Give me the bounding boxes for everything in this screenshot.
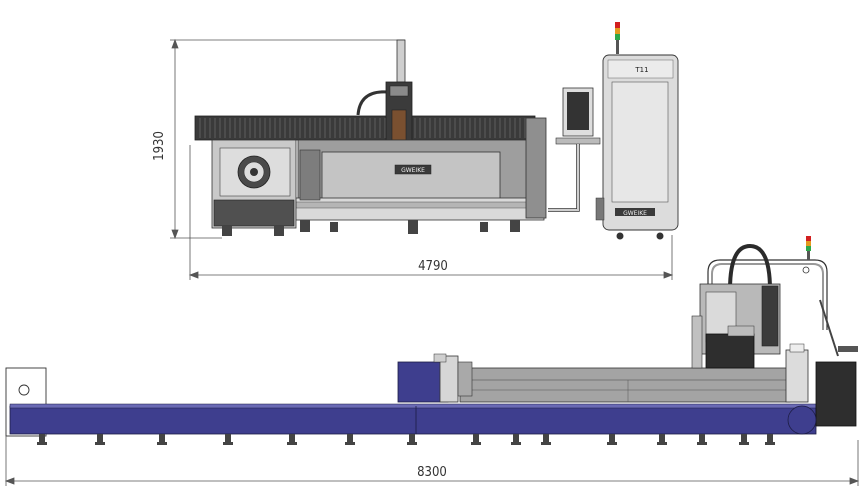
foot bbox=[39, 434, 45, 442]
front-chuck bbox=[785, 299, 858, 427]
tube-bed bbox=[459, 367, 791, 403]
front-view: 1930 4790 bbox=[152, 22, 679, 280]
foot-pad bbox=[697, 442, 707, 445]
foot bbox=[473, 434, 479, 442]
foot-pad bbox=[511, 442, 521, 445]
foot bbox=[659, 434, 665, 442]
foot bbox=[699, 434, 705, 442]
foot-pad bbox=[37, 442, 47, 445]
foot-pad bbox=[223, 442, 233, 445]
foot bbox=[347, 434, 353, 442]
monitor-arm bbox=[548, 87, 601, 212]
foot bbox=[159, 434, 165, 442]
tube-beacon-orange bbox=[806, 241, 811, 246]
foot-pad bbox=[95, 442, 105, 445]
foot-pad bbox=[471, 442, 481, 445]
gantry-bellows bbox=[194, 115, 536, 141]
machine-bed: GWEIKE bbox=[291, 117, 547, 234]
foot bbox=[513, 434, 519, 442]
tube-beacon-green bbox=[806, 246, 811, 251]
beacon-green bbox=[615, 34, 620, 40]
side-unit bbox=[211, 139, 297, 236]
height-dimension bbox=[170, 38, 405, 240]
foot-pad bbox=[739, 442, 749, 445]
cabinet-label: T11 bbox=[634, 66, 648, 74]
tube-beacon-red bbox=[806, 236, 811, 241]
foot bbox=[225, 434, 231, 442]
cutting-head bbox=[356, 39, 413, 155]
width-top-dimension-label: 4790 bbox=[418, 259, 448, 274]
control-cabinet: T11 GWEIKE bbox=[595, 22, 679, 240]
foot-pad bbox=[407, 442, 417, 445]
length-dimension bbox=[4, 436, 860, 486]
foot bbox=[767, 434, 773, 442]
foot-pad bbox=[607, 442, 617, 445]
foot bbox=[741, 434, 747, 442]
width-top-dimension bbox=[188, 145, 674, 280]
foot bbox=[97, 434, 103, 442]
foot bbox=[543, 434, 549, 442]
foot bbox=[409, 434, 415, 442]
foot bbox=[289, 434, 295, 442]
tube-cutting-head bbox=[691, 236, 828, 369]
foot-pad bbox=[345, 442, 355, 445]
end-wheel bbox=[787, 405, 817, 435]
foot-pad bbox=[157, 442, 167, 445]
rear-chuck bbox=[397, 353, 473, 403]
foot-pad bbox=[765, 442, 775, 445]
cabinet-brand-label: GWEIKE bbox=[623, 210, 647, 217]
beacon-orange bbox=[615, 28, 620, 34]
bed-brand-label: GWEIKE bbox=[401, 167, 425, 174]
machine-base-rail bbox=[9, 403, 817, 435]
height-dimension-label: 1930 bbox=[152, 131, 167, 161]
foot bbox=[609, 434, 615, 442]
foot-pad bbox=[541, 442, 551, 445]
beacon-red bbox=[615, 22, 620, 28]
base-feet bbox=[37, 434, 775, 445]
side-view: 8300 bbox=[4, 236, 860, 486]
length-dimension-label: 8300 bbox=[417, 465, 447, 480]
foot-pad bbox=[287, 442, 297, 445]
foot-pad bbox=[657, 442, 667, 445]
